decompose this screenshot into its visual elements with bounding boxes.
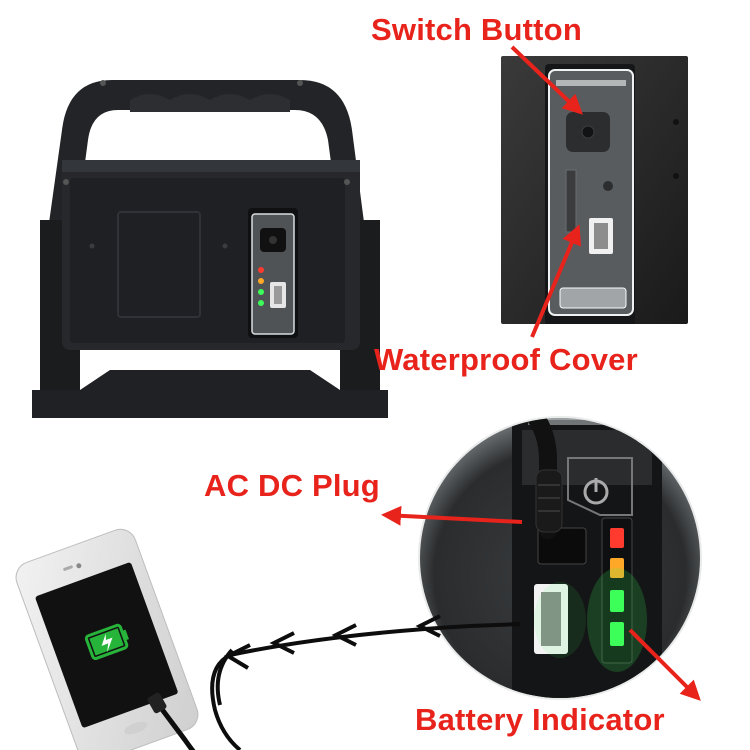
switch-button-label: Switch Button — [371, 12, 582, 47]
ac-dc-plug-label: AC DC Plug — [204, 468, 380, 503]
battery-charging-icon — [84, 623, 129, 660]
battery-indicator-label: Battery Indicator — [415, 702, 665, 737]
arrow-icon — [415, 614, 441, 638]
callout-arrows — [381, 45, 701, 701]
smartphone — [15, 528, 199, 750]
charging-cable — [147, 614, 521, 750]
waterproof-cover-label: Waterproof Cover — [374, 342, 638, 377]
work-light — [32, 80, 388, 418]
cover-closeup — [501, 56, 688, 324]
